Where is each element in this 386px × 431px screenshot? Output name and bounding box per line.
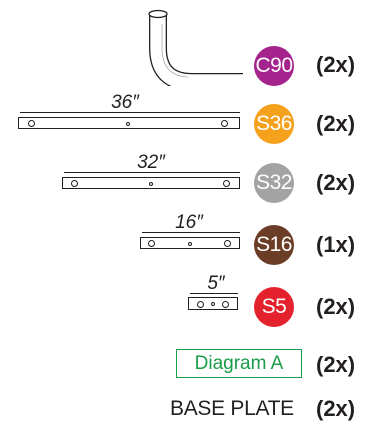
diagram-a-quantity: (2x): [316, 352, 356, 377]
hole-icon: [126, 121, 130, 126]
hole-icon: [188, 241, 192, 246]
hole-icon: [149, 181, 153, 186]
c90-quantity: (2x): [316, 52, 356, 77]
hole-icon: [28, 120, 35, 127]
diagram-a-label: Diagram A: [176, 349, 302, 378]
s5-bar: [188, 297, 238, 310]
elbow-pipe-icon: [148, 9, 243, 86]
s32-bar: [62, 177, 240, 189]
s5-length-label: 5″: [207, 273, 225, 294]
s36-bar: [18, 117, 240, 129]
s32-quantity: (2x): [316, 170, 356, 195]
s5-dimension-line: [190, 293, 238, 294]
s5-badge: S5: [254, 287, 294, 327]
s36-length-label: 36″: [111, 92, 139, 113]
s16-length-label: 16″: [175, 212, 203, 233]
base-plate-quantity: (2x): [316, 396, 356, 421]
s16-dimension-line: [142, 232, 240, 233]
s36-dimension-line: [20, 112, 240, 113]
hole-icon: [221, 120, 228, 127]
s16-quantity: (1x): [316, 232, 356, 257]
hole-icon: [211, 302, 215, 306]
s32-dimension-line: [64, 172, 240, 173]
s16-bar: [140, 237, 240, 249]
s32-length-label: 32″: [137, 152, 165, 173]
base-plate-label: BASE PLATE: [170, 397, 294, 420]
hole-icon: [71, 180, 78, 187]
hole-icon: [223, 180, 230, 187]
s36-badge: S36: [254, 104, 294, 144]
hole-icon: [148, 240, 155, 247]
hole-icon: [197, 300, 204, 308]
s5-quantity: (2x): [316, 294, 356, 319]
hole-icon: [222, 300, 229, 308]
s32-badge: S32: [254, 163, 294, 203]
s16-badge: S16: [254, 225, 294, 265]
c90-badge: C90: [254, 46, 294, 86]
hole-icon: [224, 240, 231, 247]
s36-quantity: (2x): [316, 111, 356, 136]
